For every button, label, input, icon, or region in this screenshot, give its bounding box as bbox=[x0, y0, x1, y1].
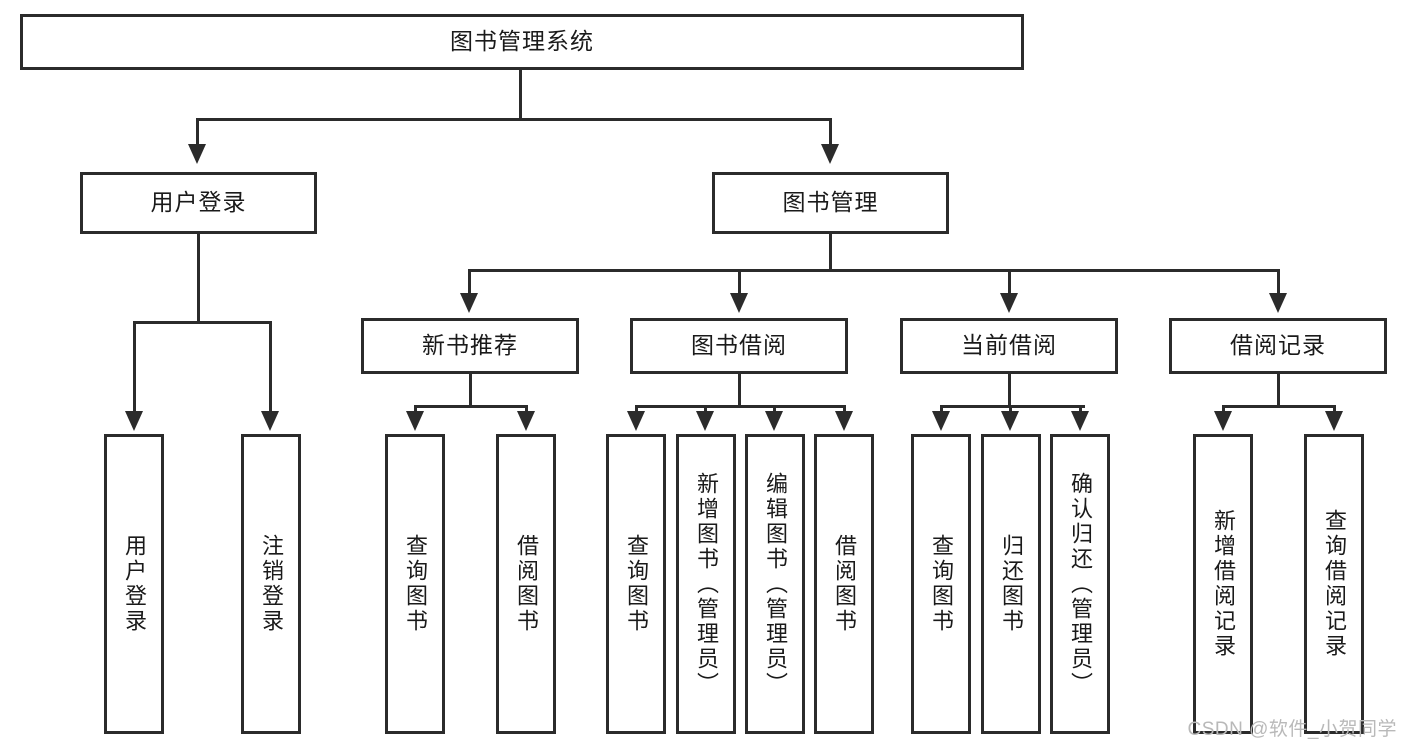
arrow-bm-to-book-borrow bbox=[730, 293, 748, 313]
connector-cb-drop-1 bbox=[940, 405, 943, 413]
node-label: 查询图书 bbox=[402, 534, 428, 634]
connector-bb-drop-2 bbox=[704, 405, 707, 413]
connector-bb-drop-4 bbox=[843, 405, 846, 413]
connector-bm-drop-3 bbox=[1008, 269, 1011, 295]
arrow-bb-child-2 bbox=[696, 411, 714, 431]
node-new-book-recommend[interactable]: 新书推荐 bbox=[361, 318, 579, 374]
node-label: 查询借阅记录 bbox=[1321, 509, 1347, 659]
node-label: 当前借阅 bbox=[961, 332, 1057, 359]
connector-user-login-bus bbox=[133, 321, 269, 324]
node-label: 编辑图书（管理员） bbox=[762, 471, 788, 697]
connector-cb-stem bbox=[1008, 374, 1011, 407]
arrow-user-login-child-2 bbox=[261, 411, 279, 431]
connector-root-to-user-login bbox=[196, 118, 199, 146]
node-leaf-edit-book-admin[interactable]: 编辑图书（管理员） bbox=[745, 434, 805, 734]
node-book-management[interactable]: 图书管理 bbox=[712, 172, 949, 234]
node-leaf-return-book[interactable]: 归还图书 bbox=[981, 434, 1041, 734]
connector-user-login-stem bbox=[197, 234, 200, 321]
connector-cb-drop-2 bbox=[1009, 405, 1012, 413]
node-label: 借阅图书 bbox=[831, 534, 857, 634]
arrow-user-login-child-1 bbox=[125, 411, 143, 431]
connector-br-bus bbox=[1222, 405, 1336, 408]
node-leaf-query-book-recommend[interactable]: 查询图书 bbox=[385, 434, 445, 734]
node-leaf-confirm-return-admin[interactable]: 确认归还（管理员） bbox=[1050, 434, 1110, 734]
connector-user-login-drop-1 bbox=[133, 321, 136, 413]
arrow-root-to-user-login bbox=[188, 144, 206, 164]
node-leaf-user-login[interactable]: 用户登录 bbox=[104, 434, 164, 734]
connector-bb-stem bbox=[738, 374, 741, 407]
arrow-nbr-child-2 bbox=[517, 411, 535, 431]
arrow-bb-child-4 bbox=[835, 411, 853, 431]
connector-nbr-drop-2 bbox=[525, 405, 528, 413]
connector-nbr-drop-1 bbox=[414, 405, 417, 413]
arrow-nbr-child-1 bbox=[406, 411, 424, 431]
connector-book-management-bus bbox=[468, 269, 1280, 272]
connector-nbr-stem bbox=[469, 374, 472, 407]
connector-root-stem bbox=[519, 70, 522, 118]
node-book-borrow[interactable]: 图书借阅 bbox=[630, 318, 848, 374]
node-label: 图书管理系统 bbox=[450, 28, 594, 55]
connector-bb-bus bbox=[635, 405, 846, 408]
arrow-br-child-1 bbox=[1214, 411, 1232, 431]
arrow-bm-to-borrow-record bbox=[1269, 293, 1287, 313]
connector-bb-drop-3 bbox=[773, 405, 776, 413]
arrow-cb-child-1 bbox=[932, 411, 950, 431]
node-leaf-add-book-admin[interactable]: 新增图书（管理员） bbox=[676, 434, 736, 734]
arrow-br-child-2 bbox=[1325, 411, 1343, 431]
node-label: 新增借阅记录 bbox=[1210, 509, 1236, 659]
arrow-bm-to-new-book-recommend bbox=[460, 293, 478, 313]
connector-cb-bus bbox=[940, 405, 1085, 408]
node-label: 图书借阅 bbox=[691, 332, 787, 359]
node-leaf-borrow-book-recommend[interactable]: 借阅图书 bbox=[496, 434, 556, 734]
arrow-bm-to-current-borrow bbox=[1000, 293, 1018, 313]
node-root-book-management-system[interactable]: 图书管理系统 bbox=[20, 14, 1024, 70]
connector-root-to-book-management bbox=[829, 118, 832, 146]
node-label: 确认归还（管理员） bbox=[1067, 471, 1093, 697]
node-label: 图书管理 bbox=[782, 189, 879, 216]
node-label: 查询图书 bbox=[928, 534, 954, 634]
node-label: 新增图书（管理员） bbox=[693, 471, 719, 697]
node-borrow-record[interactable]: 借阅记录 bbox=[1169, 318, 1387, 374]
arrow-bb-child-1 bbox=[627, 411, 645, 431]
node-label: 查询图书 bbox=[623, 534, 649, 634]
node-label: 借阅图书 bbox=[513, 534, 539, 634]
connector-br-stem bbox=[1277, 374, 1280, 407]
node-leaf-query-book-borrow[interactable]: 查询图书 bbox=[606, 434, 666, 734]
connector-br-drop-1 bbox=[1222, 405, 1225, 413]
connector-bb-drop-1 bbox=[635, 405, 638, 413]
arrow-cb-child-3 bbox=[1071, 411, 1089, 431]
node-current-borrow[interactable]: 当前借阅 bbox=[900, 318, 1118, 374]
node-leaf-borrow-book[interactable]: 借阅图书 bbox=[814, 434, 874, 734]
node-label: 注销登录 bbox=[258, 534, 284, 634]
arrow-root-to-book-management bbox=[821, 144, 839, 164]
connector-cb-drop-3 bbox=[1079, 405, 1082, 413]
arrow-cb-child-2 bbox=[1001, 411, 1019, 431]
node-leaf-query-book-current[interactable]: 查询图书 bbox=[911, 434, 971, 734]
node-label: 归还图书 bbox=[998, 534, 1024, 634]
node-label: 用户登录 bbox=[150, 189, 247, 216]
node-label: 借阅记录 bbox=[1230, 332, 1326, 359]
connector-br-drop-2 bbox=[1333, 405, 1336, 413]
connector-bm-drop-1 bbox=[468, 269, 471, 295]
connector-bm-drop-2 bbox=[738, 269, 741, 295]
connector-book-management-stem bbox=[829, 234, 832, 271]
arrow-bb-child-3 bbox=[765, 411, 783, 431]
node-leaf-add-borrow-record[interactable]: 新增借阅记录 bbox=[1193, 434, 1253, 734]
node-leaf-logout[interactable]: 注销登录 bbox=[241, 434, 301, 734]
connector-user-login-drop-2 bbox=[269, 321, 272, 413]
node-label: 用户登录 bbox=[121, 534, 147, 634]
node-leaf-query-borrow-record[interactable]: 查询借阅记录 bbox=[1304, 434, 1364, 734]
node-label: 新书推荐 bbox=[422, 332, 518, 359]
connector-bm-drop-4 bbox=[1277, 269, 1280, 295]
connector-nbr-bus bbox=[414, 405, 528, 408]
node-user-login[interactable]: 用户登录 bbox=[80, 172, 317, 234]
connector-root-bus bbox=[196, 118, 832, 121]
